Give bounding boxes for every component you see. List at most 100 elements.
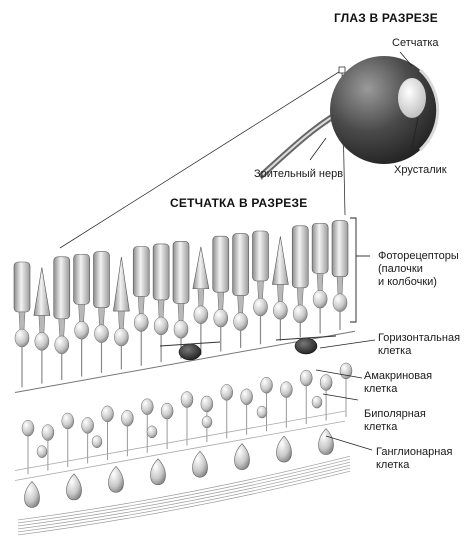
- photoreceptor-stalk: [297, 288, 303, 306]
- photoreceptor-nucleus: [313, 290, 327, 308]
- photoreceptor-nucleus: [75, 321, 89, 339]
- photoreceptor-nucleus: [234, 313, 248, 331]
- bipolar-cell: [82, 417, 94, 433]
- zoom-projection-lines: [60, 67, 345, 248]
- ganglion-cell: [150, 459, 165, 485]
- horizontal-cell: [179, 344, 201, 360]
- cone-outer-segment: [113, 257, 129, 311]
- photoreceptor-nucleus: [154, 317, 168, 335]
- photoreceptor-stalk: [258, 281, 264, 299]
- photoreceptor-nucleus: [114, 328, 128, 346]
- bipolar-cell: [280, 382, 292, 398]
- amacrine-cell: [202, 416, 212, 428]
- cone-outer-segment: [272, 236, 288, 284]
- rod-outer-segment: [332, 221, 348, 277]
- bipolar-cell: [320, 374, 332, 390]
- amacrine-cell: [92, 436, 102, 448]
- rod-outer-segment: [74, 254, 90, 304]
- ganglion-cell: [108, 466, 123, 492]
- label-horizontal-cell: Горизонтальная клетка: [378, 332, 460, 358]
- bipolar-cell: [141, 399, 153, 415]
- bipolar-cell: [221, 384, 233, 400]
- bipolar-cell: [121, 410, 133, 426]
- amacrine-cell: [257, 406, 267, 418]
- photoreceptor-nucleus: [254, 298, 268, 316]
- label-bipolar-cell: Биполярная клетка: [364, 408, 426, 434]
- photoreceptor-stalk: [158, 300, 164, 318]
- retina-cross-section: [14, 221, 355, 535]
- cone-outer-segment: [34, 267, 50, 315]
- rod-outer-segment: [312, 223, 328, 273]
- label-ganglion-cell: Ганглионарная клетка: [376, 446, 452, 472]
- rod-outer-segment: [292, 226, 308, 288]
- photoreceptor-stalk: [79, 304, 85, 322]
- eye-section-title: ГЛАЗ В РАЗРЕЗЕ: [334, 12, 438, 25]
- photoreceptor-nucleus: [174, 320, 188, 338]
- photoreceptor-nucleus: [214, 309, 228, 327]
- ganglion-cell: [24, 481, 39, 507]
- photoreceptor-bracket: [350, 218, 370, 322]
- rod-outer-segment: [213, 236, 229, 292]
- photoreceptor-nucleus: [134, 313, 148, 331]
- photoreceptor-nucleus: [15, 329, 29, 347]
- nerve-fiber-layer: [18, 471, 350, 535]
- lens: [398, 78, 426, 118]
- label-retina: Сетчатка: [392, 37, 439, 50]
- rod-outer-segment: [54, 257, 70, 319]
- ganglion-cell: [276, 436, 291, 462]
- photoreceptor-stalk: [277, 284, 283, 302]
- horizontal-cell: [295, 338, 317, 354]
- amacrine-cell: [312, 396, 322, 408]
- rod-outer-segment: [153, 244, 169, 300]
- photoreceptor-stalk: [218, 292, 224, 310]
- bipolar-cell: [300, 370, 312, 386]
- cone-outer-segment: [193, 247, 209, 289]
- photoreceptor-nucleus: [35, 332, 49, 350]
- photoreceptor-stalk: [178, 303, 184, 321]
- photoreceptor-stalk: [138, 296, 144, 314]
- inner-plexiform-layer: [15, 421, 345, 480]
- label-amacrine-cell: Амакриновая клетка: [364, 370, 432, 396]
- bipolar-cell: [161, 403, 173, 419]
- bipolar-cell: [261, 377, 273, 393]
- label-optic-nerve: Зрительный нерв: [254, 168, 343, 181]
- eyeball: [330, 56, 438, 164]
- rod-outer-segment: [233, 234, 249, 296]
- photoreceptor-stalk: [59, 319, 65, 337]
- label-lens: Хрусталик: [394, 164, 447, 177]
- optic-nerve: [262, 112, 340, 175]
- nerve-fiber-layer: [18, 468, 350, 532]
- photoreceptor-nucleus: [273, 301, 287, 319]
- amacrine-cell: [147, 426, 157, 438]
- photoreceptor-stalk: [99, 308, 105, 326]
- label-photoreceptors: Фоторецепторы (палочки и колбочки): [378, 250, 459, 289]
- bipolar-cell: [42, 425, 54, 441]
- photoreceptor-stalk: [337, 277, 343, 295]
- bipolar-cell: [62, 413, 74, 429]
- photoreceptor-stalk: [198, 289, 204, 307]
- retina-section-title: СЕТЧАТКА В РАЗРЕЗЕ: [170, 197, 307, 210]
- rod-outer-segment: [253, 231, 269, 281]
- ganglion-cell: [318, 429, 333, 455]
- ganglion-cell: [234, 444, 249, 470]
- photoreceptor-nucleus: [194, 306, 208, 324]
- bipolar-cell: [241, 389, 253, 405]
- photoreceptor-stalk: [39, 315, 45, 333]
- ganglion-cell: [66, 474, 81, 500]
- photoreceptor-stalk: [238, 296, 244, 314]
- bipolar-cell: [340, 363, 352, 379]
- photoreceptor-nucleus: [333, 294, 347, 312]
- photoreceptor-stalk: [118, 311, 124, 329]
- rod-outer-segment: [94, 252, 110, 308]
- photoreceptor-nucleus: [293, 305, 307, 323]
- bipolar-cell: [181, 392, 193, 408]
- photoreceptor-nucleus: [55, 336, 69, 354]
- photoreceptor-nucleus: [95, 325, 109, 343]
- ganglion-cell: [192, 451, 207, 477]
- photoreceptor-stalk: [19, 312, 25, 330]
- bipolar-cell: [201, 396, 213, 412]
- amacrine-cell: [37, 446, 47, 458]
- rod-outer-segment: [173, 241, 189, 303]
- rod-outer-segment: [14, 262, 30, 312]
- photoreceptor-stalk: [317, 273, 323, 291]
